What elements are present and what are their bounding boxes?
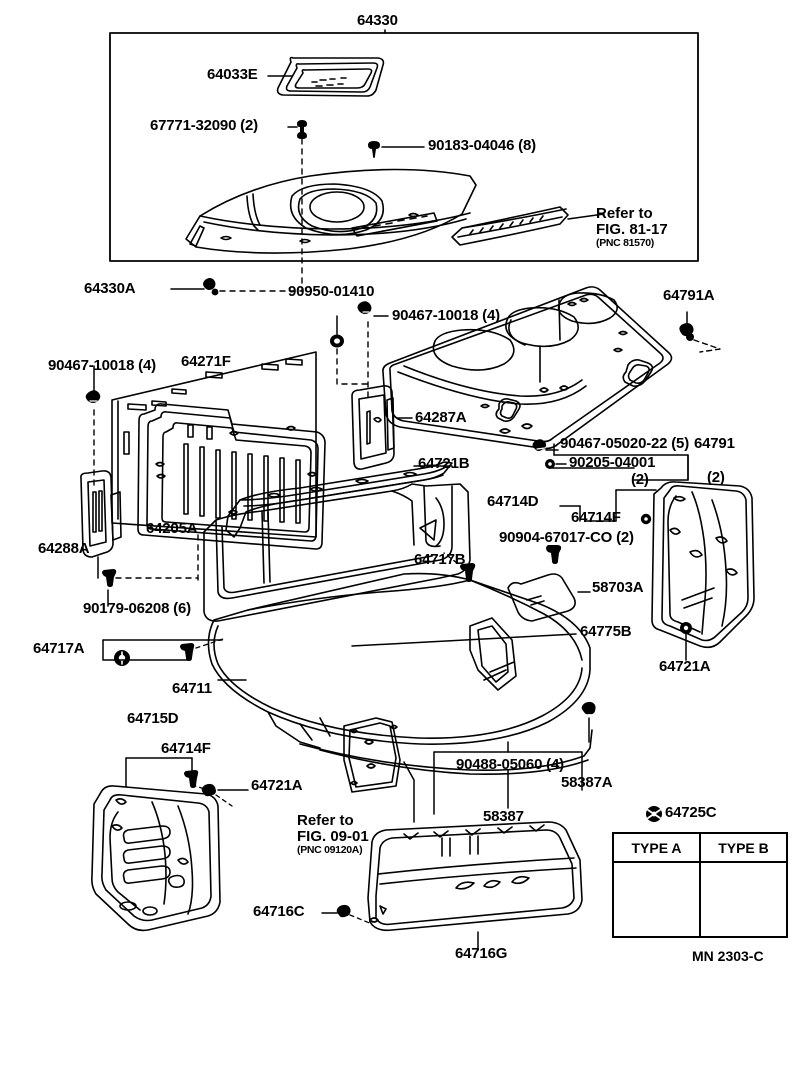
- clip-90179-06208: [102, 569, 117, 587]
- label-paren2-right: (2): [707, 469, 725, 486]
- label-64791: 64791: [694, 435, 735, 452]
- label-90183-04046: 90183-04046 (8): [428, 137, 536, 154]
- clip-90467-10018-left: [85, 390, 101, 403]
- icon-64725C: [646, 806, 662, 822]
- clip-90183-04046: [368, 141, 380, 158]
- clip-64721A-right: [680, 622, 692, 634]
- label-64716C: 64716C: [253, 903, 305, 920]
- label-90467-10018-left: 90467-10018 (4): [48, 357, 156, 374]
- part-64205A: [137, 403, 326, 550]
- clip-64717A-b: [180, 643, 195, 661]
- label-67771-32090: 67771-32090 (2): [150, 117, 258, 134]
- label-64288A: 64288A: [38, 540, 90, 557]
- label-64711: 64711: [172, 680, 212, 697]
- clip-64721A-left: [201, 783, 216, 797]
- clip-type-table: TYPE A TYPE B: [612, 832, 788, 938]
- label-90467-10018-right: 90467-10018 (4): [392, 307, 500, 324]
- label-64714F-left: 64714F: [161, 740, 211, 757]
- part-64711: [203, 483, 593, 793]
- label-64330: 64330: [357, 12, 398, 29]
- clip-type-a-image: [614, 863, 699, 936]
- clip-90467-10018-right: [357, 301, 372, 314]
- label-64330A: 64330A: [84, 280, 136, 297]
- refer2-line2: FIG. 09-01: [297, 828, 369, 846]
- label-64205A: 64205A: [146, 520, 198, 537]
- grommet-64717A: [114, 650, 130, 666]
- label-64716G: 64716G: [455, 945, 508, 962]
- label-58703A: 58703A: [592, 579, 644, 596]
- clip-type-a-header: TYPE A: [614, 834, 699, 863]
- part-64791: [382, 286, 673, 450]
- label-64271F: 64271F: [181, 353, 231, 370]
- refer2-line1: Refer to: [297, 812, 354, 829]
- part-64716G: [367, 821, 583, 932]
- label-64725C: 64725C: [665, 804, 717, 821]
- refer-note-81-17: Refer to FIG. 81-17 (PNC 81570): [596, 205, 668, 250]
- label-58387A: 58387A: [561, 774, 613, 791]
- label-90467-05020-22: 90467-05020-22 (5): [560, 435, 689, 452]
- label-64721A-left: 64721A: [251, 777, 303, 794]
- clip-64714F-left: [184, 770, 199, 788]
- label-90950-01410: 90950-01410: [288, 283, 375, 300]
- refer-line1: Refer to: [596, 205, 653, 222]
- clip-type-a-cell: TYPE A: [614, 834, 699, 936]
- part-64721B: [225, 461, 453, 538]
- label-paren2-a: (2): [631, 471, 649, 488]
- label-90904-67017-CO: 90904-67017-CO (2): [499, 529, 634, 546]
- clip-67771-32090: [297, 120, 307, 139]
- clip-90904-67017: [546, 545, 562, 564]
- label-64721A-right: 64721A: [659, 658, 711, 675]
- label-64033E: 64033E: [207, 66, 258, 83]
- label-64715D: 64715D: [127, 710, 179, 727]
- part-64714D-right: [651, 481, 755, 649]
- grommet-64717B: [460, 563, 476, 582]
- label-58387: 58387: [483, 808, 524, 825]
- part-64715D-left: [91, 785, 221, 932]
- clip-type-b-image: [701, 863, 786, 936]
- label-64714D: 64714D: [487, 493, 539, 510]
- clip-64330A: [203, 278, 219, 296]
- label-64717B: 64717B: [414, 551, 466, 568]
- label-64721B: 64721B: [418, 455, 470, 472]
- clip-64714F-right: [640, 513, 652, 525]
- refer-pnc: (PNC 81570): [596, 237, 654, 250]
- part-64330-tray: [185, 168, 477, 254]
- refer2-pnc: (PNC 09120A): [297, 844, 363, 857]
- assembly-box-64330: [109, 32, 699, 262]
- label-90179-06208: 90179-06208 (6): [83, 600, 191, 617]
- clip-64716C: [336, 904, 351, 918]
- clip-90488-05060: [581, 701, 596, 715]
- part-high-mount-lamp: [451, 206, 569, 246]
- part-58703A: [507, 573, 576, 622]
- part-64288A: [80, 470, 122, 558]
- label-64717A: 64717A: [33, 640, 85, 657]
- label-64287A: 64287A: [415, 409, 467, 426]
- part-64033E: [276, 56, 385, 97]
- label-90488-05060: 90488-05060 (4): [456, 756, 564, 773]
- part-64287A: [351, 385, 395, 470]
- diagram-footer-code: MN 2303-C: [692, 948, 764, 964]
- refer-line2: FIG. 81-17: [596, 221, 668, 239]
- screw-90467-05020: [532, 439, 547, 451]
- refer-note-09-01: Refer to FIG. 09-01 (PNC 09120A): [297, 812, 369, 857]
- grommet-90950-01410: [330, 334, 344, 348]
- label-64775B: 64775B: [580, 623, 632, 640]
- label-64791A: 64791A: [663, 287, 715, 304]
- label-90205-04001: 90205-04001: [569, 454, 656, 471]
- washer-90205-04001: [545, 459, 555, 469]
- label-64714F-right: 64714F: [571, 509, 621, 526]
- clip-type-b-cell: TYPE B: [699, 834, 786, 936]
- clip-type-b-header: TYPE B: [701, 834, 786, 863]
